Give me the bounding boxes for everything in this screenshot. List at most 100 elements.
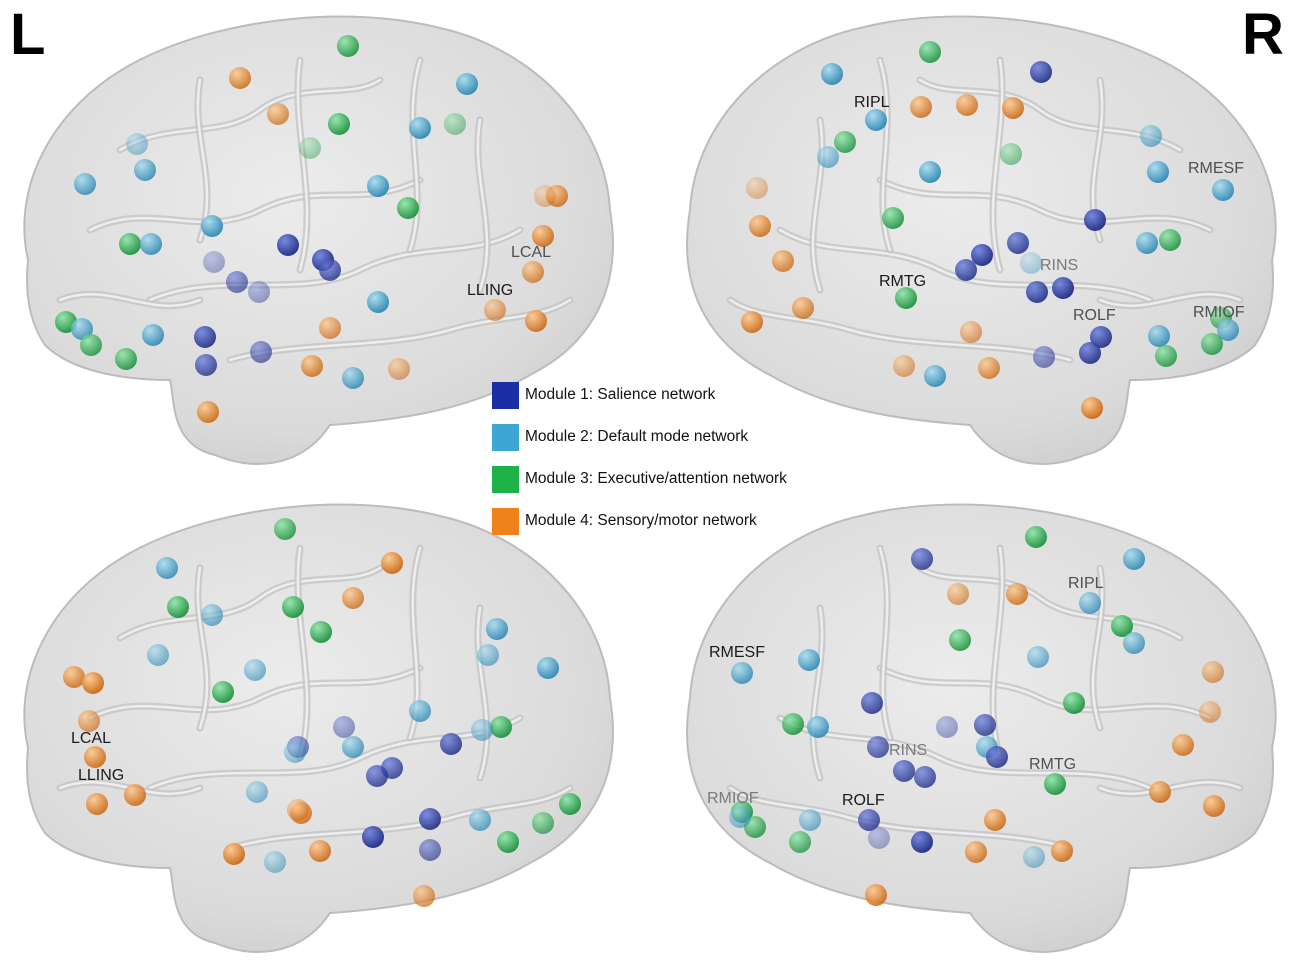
region-label-ripl-right-lateral: RIPL (854, 94, 890, 111)
node-module-1-salience (419, 808, 441, 830)
node-module-1-salience (1026, 281, 1048, 303)
node-module-2-default-mode (731, 662, 753, 684)
node-module-4-sensory-motor (381, 552, 403, 574)
gyrus-highlight (296, 58, 309, 272)
node-module-2-default-mode (537, 657, 559, 679)
gyrus-highlight (148, 228, 522, 302)
gyrus-highlight (778, 716, 1152, 790)
node-module-1-salience (248, 281, 270, 303)
node-module-2-default-mode (456, 73, 478, 95)
node-module-1-salience (867, 736, 889, 758)
legend-swatch-salience (492, 381, 519, 409)
node-module-4-sensory-motor (63, 666, 85, 688)
node-module-1-salience (868, 827, 890, 849)
node-module-3-executive-attention (490, 716, 512, 738)
node-module-4-sensory-motor (984, 809, 1006, 831)
node-module-1-salience (195, 354, 217, 376)
region-label-rmtg-right-medial: RMTG (1029, 756, 1076, 773)
nodes-left-medial (63, 518, 581, 907)
gyrus-highlight (118, 78, 382, 152)
node-module-3-executive-attention (1159, 229, 1181, 251)
node-module-3-executive-attention (212, 681, 234, 703)
node-module-1-salience (858, 809, 880, 831)
node-module-4-sensory-motor (1199, 701, 1221, 723)
node-module-2-default-mode (729, 806, 751, 828)
node-module-4-sensory-motor (484, 299, 506, 321)
node-module-2-default-mode (1123, 548, 1145, 570)
node-module-3-executive-attention (1025, 526, 1047, 548)
node-module-2-default-mode (799, 809, 821, 831)
node-module-4-sensory-motor (1002, 97, 1024, 119)
legend-label: Module 1: Salience network (525, 386, 716, 403)
node-module-1-salience (203, 251, 225, 273)
node-module-1-salience (1030, 61, 1052, 83)
nodes-right-medial (729, 526, 1225, 906)
region-label-rmesf-right-medial: RMESF (709, 644, 765, 661)
node-module-4-sensory-motor (223, 843, 245, 865)
node-module-1-salience (1090, 326, 1112, 348)
node-module-4-sensory-motor (965, 841, 987, 863)
node-module-2-default-mode (367, 291, 389, 313)
region-label-lcal-left-medial: LCAL (71, 730, 111, 747)
node-module-3-executive-attention (115, 348, 137, 370)
node-module-3-executive-attention (1000, 143, 1022, 165)
region-label-ripl-right-medial: RIPL (1068, 575, 1104, 592)
node-module-2-default-mode (147, 644, 169, 666)
region-label-lcal-left-lateral: LCAL (511, 244, 551, 261)
node-module-4-sensory-motor (1202, 661, 1224, 683)
node-module-4-sensory-motor (84, 746, 106, 768)
gyrus-highlight (811, 606, 824, 780)
node-module-3-executive-attention (444, 113, 466, 135)
left-hemisphere-label: L (10, 2, 46, 67)
node-module-2-default-mode (409, 117, 431, 139)
node-module-4-sensory-motor (287, 799, 309, 821)
node-module-1-salience (955, 259, 977, 281)
node-module-3-executive-attention (274, 518, 296, 540)
legend-label: Module 2: Default mode network (525, 428, 749, 445)
brain-surface (23, 15, 614, 465)
node-module-3-executive-attention (337, 35, 359, 57)
region-label-rmtg-right-lateral: RMTG (879, 273, 926, 290)
node-module-1-salience (194, 326, 216, 348)
node-module-1-salience (319, 259, 341, 281)
node-module-1-salience (1052, 277, 1074, 299)
node-module-2-default-mode (201, 604, 223, 626)
node-module-3-executive-attention (310, 621, 332, 643)
node-module-4-sensory-motor (1051, 840, 1073, 862)
brain-surface (23, 503, 614, 953)
node-module-3-executive-attention (919, 41, 941, 63)
node-module-4-sensory-motor (82, 672, 104, 694)
gyrus-highlight (878, 178, 1212, 232)
legend-swatch-default-mode (492, 423, 519, 451)
gyrus-highlight (58, 293, 202, 307)
node-module-2-default-mode (924, 365, 946, 387)
node-module-3-executive-attention (80, 334, 102, 356)
node-module-1-salience (986, 746, 1008, 768)
node-module-3-executive-attention (282, 596, 304, 618)
legend-item-module-2: Module 2: Default mode network (492, 423, 842, 451)
node-module-2-default-mode (342, 736, 364, 758)
node-module-2-default-mode (246, 781, 268, 803)
node-module-3-executive-attention (789, 831, 811, 853)
gyrus-highlight (476, 118, 489, 292)
node-module-2-default-mode (342, 367, 364, 389)
node-module-2-default-mode (1217, 319, 1239, 341)
right-hemisphere-label: R (1242, 2, 1284, 67)
gyrus-highlight (196, 566, 209, 730)
gyrus-highlight (918, 566, 1182, 640)
legend-label: Module 4: Sensory/motor network (525, 512, 757, 529)
gyrus-highlight (811, 118, 824, 292)
node-module-4-sensory-motor (749, 215, 771, 237)
node-module-4-sensory-motor (1006, 583, 1028, 605)
gyrus-highlight (991, 58, 1004, 272)
node-module-2-default-mode (1140, 125, 1162, 147)
legend-label: Module 3: Executive/attention network (525, 470, 787, 487)
node-module-2-default-mode (817, 146, 839, 168)
node-module-4-sensory-motor (229, 67, 251, 89)
gyrus-highlight (878, 546, 892, 740)
node-module-4-sensory-motor (197, 401, 219, 423)
node-module-2-default-mode (201, 215, 223, 237)
node-module-2-default-mode (1020, 252, 1042, 274)
node-module-4-sensory-motor (309, 840, 331, 862)
